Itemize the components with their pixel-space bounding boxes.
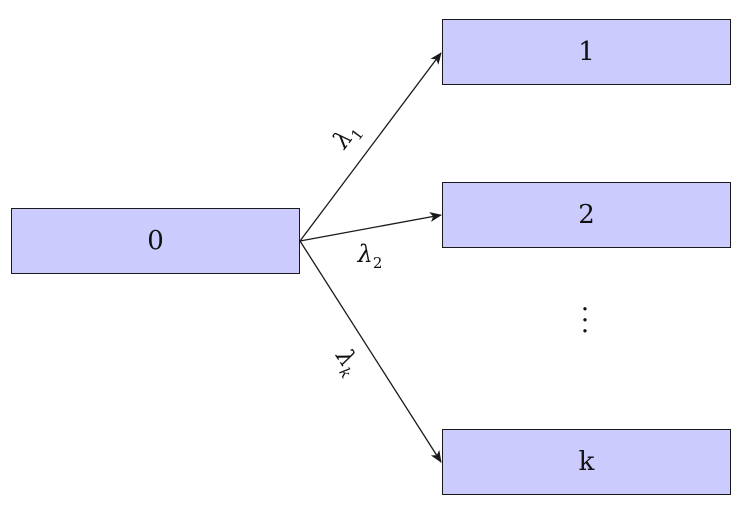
edge-label-lambda-1: λ1 [326,117,367,157]
edge-label-lambda-2: λ2 [357,240,383,272]
state-node-2: 2 [442,182,731,248]
state-node-0-label: 0 [147,226,164,256]
state-node-2-label: 2 [578,200,595,230]
edge-label-lambda-k: λk [326,343,367,382]
edge-0-to-k [299,240,442,463]
state-node-k-label: k [578,447,595,477]
state-node-1: 1 [442,19,731,85]
edge-0-to-1 [299,52,442,242]
state-node-1-label: 1 [578,37,595,67]
ellipsis-vertical-icon: ··· [580,295,590,347]
state-node-0: 0 [11,208,300,274]
edge-0-to-2 [299,212,442,242]
state-node-k: k [442,429,731,495]
